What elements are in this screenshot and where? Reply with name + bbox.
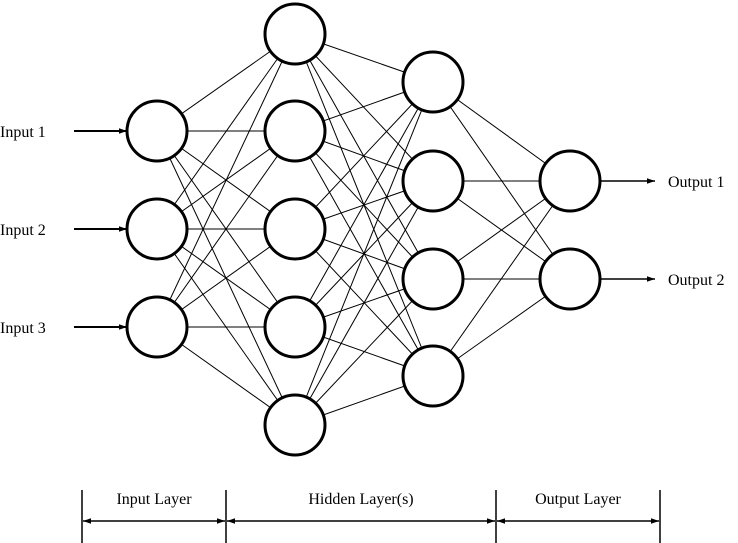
input-node	[125, 295, 189, 359]
hidden-node-2	[401, 247, 465, 311]
output-layer-label: Output Layer	[535, 491, 621, 508]
section-bracket	[81, 490, 661, 543]
network-nodes	[125, 2, 602, 457]
hidden-layers-label: Hidden Layer(s)	[308, 491, 413, 508]
input-label: Input 1	[0, 124, 46, 141]
input-label: Input 3	[0, 320, 46, 337]
hidden-node-1	[263, 393, 327, 457]
hidden-node-2	[401, 50, 465, 114]
input-node	[125, 197, 189, 261]
output-label: Output 1	[668, 174, 724, 191]
connection-line	[432, 180, 571, 377]
input-layer-label: Input Layer	[116, 491, 192, 508]
connection-line	[294, 180, 434, 426]
hidden-node-2	[401, 344, 465, 408]
connection-line	[294, 278, 434, 426]
output-label: Output 2	[668, 272, 724, 289]
input-arrows	[74, 128, 127, 330]
output-node	[538, 149, 602, 213]
hidden-node-2	[401, 149, 465, 213]
connection-lines	[156, 33, 571, 426]
hidden-node-1	[263, 2, 327, 66]
connection-line	[294, 81, 434, 426]
input-label: Input 2	[0, 222, 46, 239]
connection-line	[156, 33, 296, 230]
connection-line	[294, 81, 434, 328]
connection-line	[156, 33, 296, 328]
connection-line	[294, 81, 434, 230]
hidden-node-1	[263, 295, 327, 359]
output-arrows	[600, 178, 655, 282]
hidden-node-1	[263, 99, 327, 163]
hidden-node-1	[263, 197, 327, 261]
output-node	[538, 247, 602, 311]
connection-line	[156, 130, 296, 328]
input-node	[125, 99, 189, 163]
connection-line	[294, 33, 434, 182]
